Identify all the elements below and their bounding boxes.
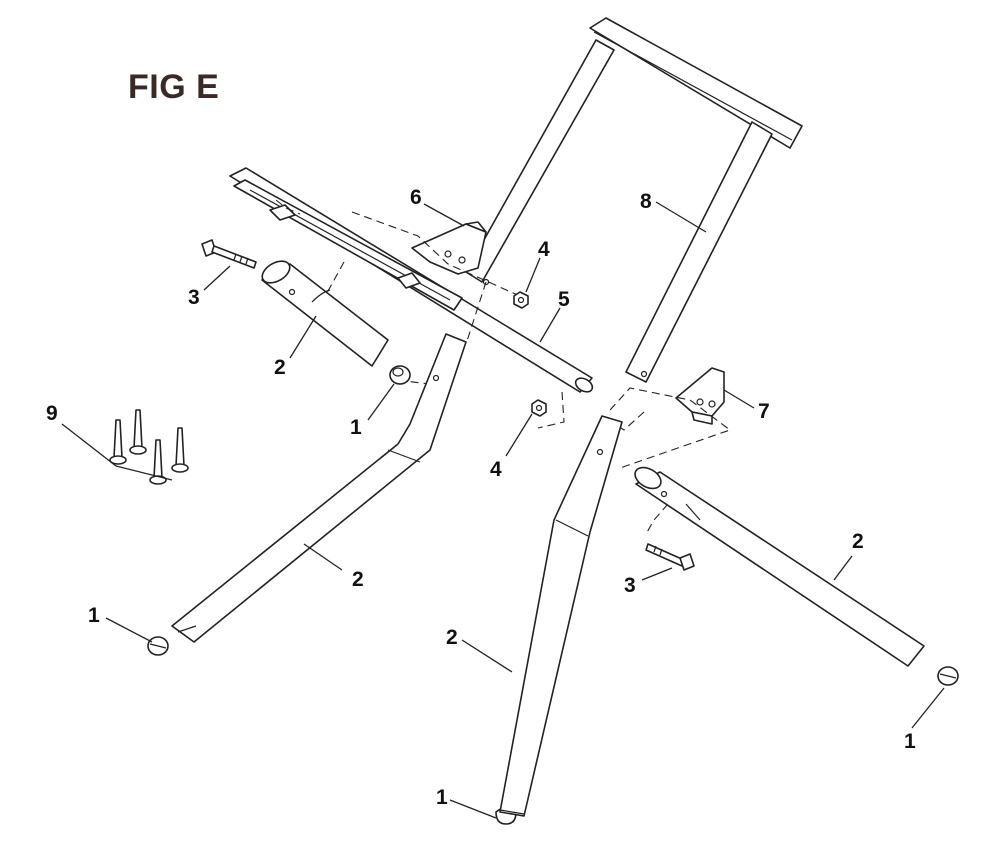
callout-9-screws: 9 xyxy=(46,402,58,425)
part-8-frame xyxy=(465,17,803,383)
part-4-nuts xyxy=(513,291,547,417)
callout-1-cap-upper: 1 xyxy=(350,416,362,439)
part-6-bracket xyxy=(411,221,487,275)
callout-3-upper-bolt: 3 xyxy=(188,286,200,309)
part-2-right-leg xyxy=(634,466,925,667)
callout-1-cap-bottom: 1 xyxy=(436,786,448,809)
part-7-bracket xyxy=(675,367,725,425)
leader-lines xyxy=(61,201,945,819)
callout-2-center-leg: 2 xyxy=(446,626,458,649)
part-3-bolt-lower xyxy=(645,543,695,571)
callout-3-lower-bolt: 3 xyxy=(624,574,636,597)
callout-4-upper-nut: 4 xyxy=(538,238,550,261)
callout-numbers: 1 1 1 1 2 2 2 2 3 3 4 4 5 6 7 8 9 xyxy=(46,186,916,809)
callout-6-bracket: 6 xyxy=(410,186,422,209)
callout-5-rail: 5 xyxy=(558,288,570,311)
callout-4-lower-nut: 4 xyxy=(490,458,502,481)
callout-2-right-leg: 2 xyxy=(852,530,864,553)
callout-1-cap-right: 1 xyxy=(904,730,916,753)
figure-title: FIG E xyxy=(128,68,220,106)
part-3-bolt-upper xyxy=(201,239,257,269)
part-5-rail xyxy=(229,167,594,393)
callout-2-short-leg: 2 xyxy=(274,356,286,379)
callout-8-frame: 8 xyxy=(640,190,652,213)
part-9-screws xyxy=(109,409,189,485)
part-2-left-leg xyxy=(171,333,467,643)
part-2-center-leg xyxy=(499,415,623,817)
callout-7-bracket: 7 xyxy=(758,400,770,423)
callout-2-left-leg: 2 xyxy=(352,568,364,591)
part-2-short-leg xyxy=(261,260,389,367)
callout-1-cap-left: 1 xyxy=(88,604,100,627)
